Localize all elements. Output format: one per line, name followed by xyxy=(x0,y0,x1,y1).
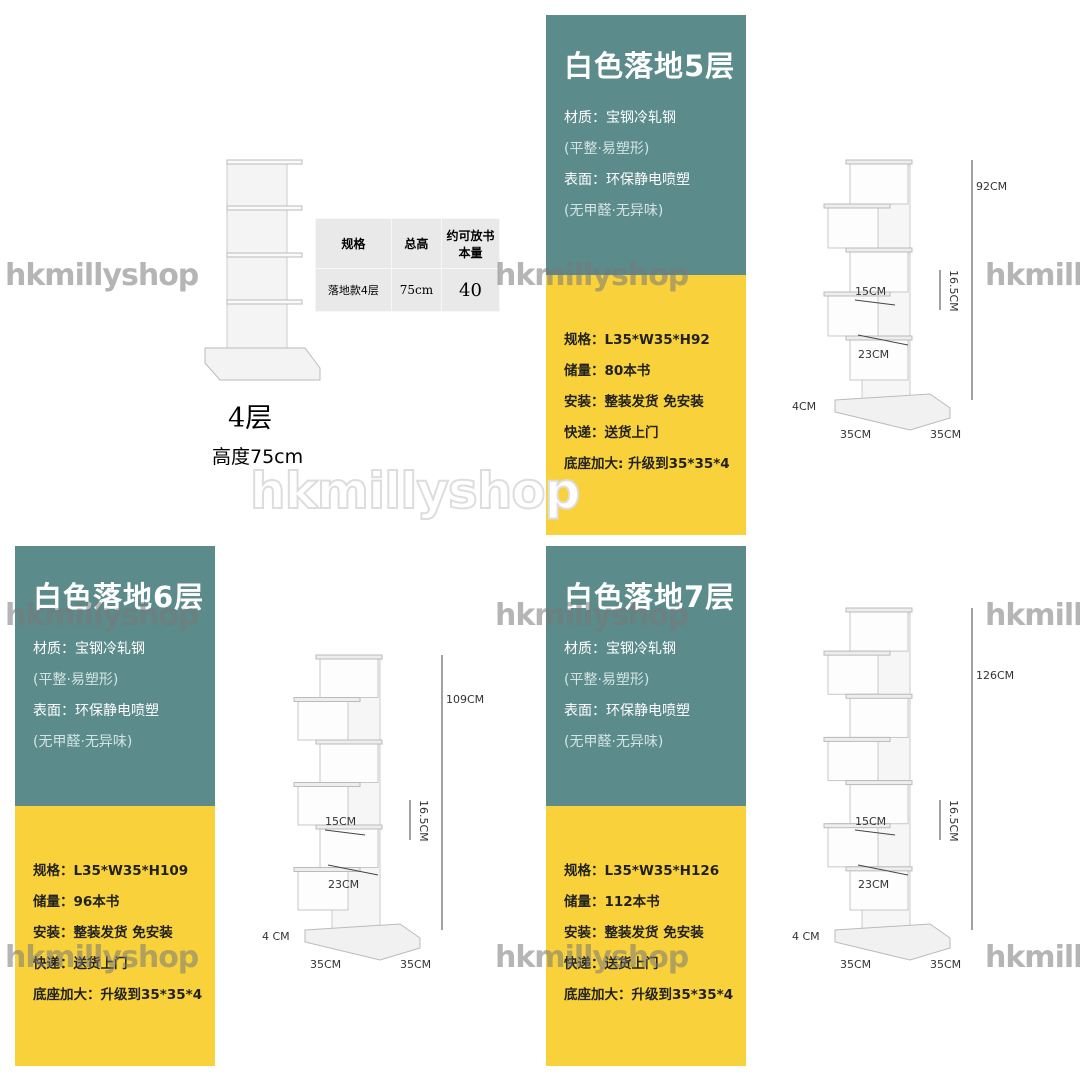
material: 材质：宝钢冷轧钢 xyxy=(564,110,676,126)
four-tier-shelf-image xyxy=(204,159,321,381)
dimension-label: 35CM xyxy=(840,958,872,971)
shelf-diagram xyxy=(823,159,973,431)
watermark: hkmillyshop xyxy=(985,598,1080,633)
panel-title: 白色落地6层 xyxy=(33,580,205,614)
surface-note: (无甲醛·无异味) xyxy=(564,203,664,219)
dimension-label: 15CM xyxy=(855,815,887,828)
base: 底座加大: 升级到35*35*4 xyxy=(564,456,730,472)
delivery: 快递：送货上门 xyxy=(564,956,659,972)
watermark: hkmillyshop xyxy=(985,258,1080,293)
delivery: 快递：送货上门 xyxy=(564,425,659,441)
watermark: hkmillyshop xyxy=(495,940,689,975)
dimension-label: 4CM xyxy=(792,400,817,413)
spec: 规格：L35*W35*H126 xyxy=(564,863,720,879)
capacity: 储量：80本书 xyxy=(564,363,651,379)
surface-note: (无甲醛·无异味) xyxy=(33,734,133,750)
dimension-label: 4 CM xyxy=(792,930,820,943)
dimension-label: 35CM xyxy=(840,428,872,441)
dimension-label: 23CM xyxy=(858,878,890,891)
material-note: (平整·易塑形) xyxy=(564,141,650,157)
shelf-diagram xyxy=(293,654,443,961)
dimension-label: 16.5CM xyxy=(947,800,960,842)
base: 底座加大：升级到35*35*4 xyxy=(33,987,203,1003)
material-note: (平整·易塑形) xyxy=(564,672,650,688)
table-header: 总高 xyxy=(390,218,443,269)
dimension-label: 35CM xyxy=(930,428,962,441)
dimension-label: 16.5CM xyxy=(417,800,430,842)
watermark-large: hkmillyshop xyxy=(249,461,581,521)
delivery: 快递：送货上门 xyxy=(33,956,128,972)
capacity: 储量：96本书 xyxy=(33,894,120,910)
shelf-diagram xyxy=(823,607,973,961)
four-tier-title: 4层 xyxy=(228,403,273,434)
material: 材质：宝钢冷轧钢 xyxy=(33,641,145,657)
surface-note: (无甲醛·无异味) xyxy=(564,734,664,750)
install: 安装：整装发货 免安装 xyxy=(33,925,173,941)
install: 安装：整装发货 免安装 xyxy=(564,394,704,410)
dimension-label: 126CM xyxy=(976,669,1015,682)
four-tier-height: 高度75cm xyxy=(212,446,304,468)
panel-title: 白色落地5层 xyxy=(564,49,736,83)
spec: 规格：L35*W35*H92 xyxy=(564,332,710,348)
spec: 规格：L35*W35*H109 xyxy=(33,863,189,879)
dimension-label: 35CM xyxy=(310,958,342,971)
watermark: hkmillyshop xyxy=(495,258,689,293)
material-note: (平整·易塑形) xyxy=(33,672,119,688)
watermark: hkmillyshop xyxy=(5,940,199,975)
dimension-label: 15CM xyxy=(325,815,357,828)
dimension-label: 23CM xyxy=(858,348,890,361)
panel-7-tier: 白色落地7层 材质：宝钢冷轧钢 (平整·易塑形) 表面：环保静电喷塑 (无甲醛·… xyxy=(546,546,746,1066)
surface: 表面：环保静电喷塑 xyxy=(564,172,690,188)
table-cell: 落地款4层 xyxy=(315,268,392,312)
dimension-label: 109CM xyxy=(446,692,485,706)
surface: 表面：环保静电喷塑 xyxy=(564,703,690,719)
panel-5-tier: 白色落地5层 材质：宝钢冷轧钢 (平整·易塑形) 表面：环保静电喷塑 (无甲醛·… xyxy=(546,15,746,535)
panel-title: 白色落地7层 xyxy=(564,580,736,614)
table-header: 约可放书本量 xyxy=(441,218,500,269)
watermark: hkmillyshop xyxy=(495,598,689,633)
dimension-label: 35CM xyxy=(400,958,432,971)
surface: 表面：环保静电喷塑 xyxy=(33,703,159,719)
capacity: 储量：112本书 xyxy=(564,894,660,910)
material: 材质：宝钢冷轧钢 xyxy=(564,641,676,657)
table-cell: 40 xyxy=(441,268,500,312)
dimension-label: 15CM xyxy=(855,285,887,298)
dimension-label: 92CM xyxy=(976,180,1008,193)
install: 安装：整装发货 免安装 xyxy=(564,925,704,941)
watermark: hkmillyshop xyxy=(5,598,199,633)
table-header: 规格 xyxy=(315,218,392,269)
dimension-label: 35CM xyxy=(930,958,962,971)
panel-6-tier: 白色落地6层 材质：宝钢冷轧钢 (平整·易塑形) 表面：环保静电喷塑 (无甲醛·… xyxy=(15,546,215,1066)
dimension-label: 4 CM xyxy=(262,930,290,943)
watermark: hkmillyshop xyxy=(985,940,1080,975)
watermark: hkmillyshop xyxy=(5,258,199,293)
dimension-label: 23CM xyxy=(328,878,360,891)
table-cell: 75cm xyxy=(390,268,443,312)
base: 底座加大：升级到35*35*4 xyxy=(564,987,734,1003)
